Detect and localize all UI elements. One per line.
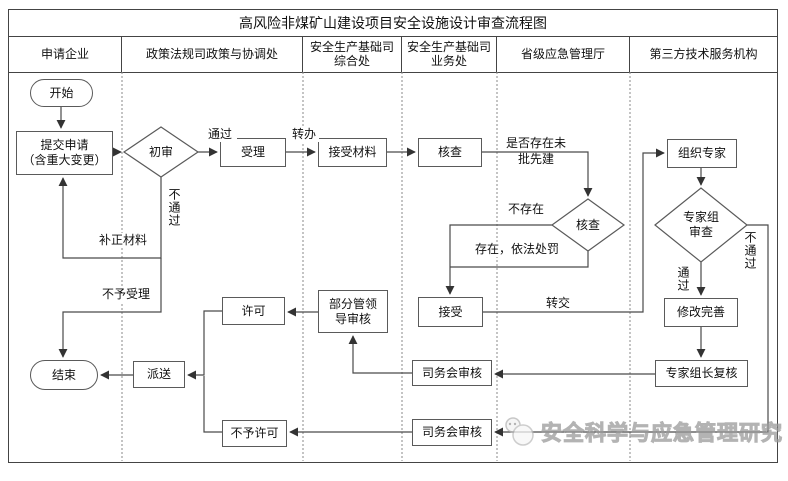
edge-label-fail-1: 不通过 <box>167 187 181 227</box>
node-meeting-review-1: 司务会审核 <box>412 360 492 386</box>
node-initial-review-label: 初审 <box>148 144 173 159</box>
node-organize-experts: 组织专家 <box>667 139 737 168</box>
edge-label-exist-punish: 存在，依法处罚 <box>467 242 567 257</box>
flow-arrows <box>56 107 769 437</box>
edge-label-pass-1: 通过 <box>203 127 237 142</box>
lane-header-provincial: 省级应急管理厅 <box>497 36 630 72</box>
node-accept: 接受 <box>418 297 483 327</box>
node-leader-recheck: 专家组长复核 <box>655 360 748 387</box>
edge-label-supplement: 补正材料 <box>95 233 151 248</box>
decision-diamonds <box>122 126 748 263</box>
edge-label-pass-2: 通过 <box>676 266 690 292</box>
initial-review-diamond <box>122 126 200 178</box>
node-accept-case: 受理 <box>220 138 286 167</box>
lane-header-policy-dept: 政策法规司政策与协调处 <box>122 36 303 72</box>
lane-header-business-div: 安全生产基础司 业务处 <box>402 36 497 72</box>
edge-label-transfer-2: 转交 <box>543 296 573 311</box>
node-end: 结束 <box>30 360 98 390</box>
flowchart-table-frame: 高风险非煤矿山建设项目安全设施设计审查流程图 申请企业 政策法规司政策与协调处 … <box>8 9 778 463</box>
node-modify-improve: 修改完善 <box>664 298 738 327</box>
node-dept-leader-review: 部分管领 导审核 <box>318 290 388 333</box>
verify-check-diamond <box>550 198 626 252</box>
lane-header-general-div: 安全生产基础司 综合处 <box>303 36 402 72</box>
node-start: 开始 <box>30 79 93 107</box>
node-dispatch: 派送 <box>133 361 185 388</box>
expert-review-diamond <box>654 187 748 263</box>
node-submit-application: 提交申请 （含重大变更） <box>16 131 113 175</box>
edge-label-fail-2: 不通过 <box>743 230 757 270</box>
edge-label-reject: 不予受理 <box>96 287 156 302</box>
page-title: 高风险非煤矿山建设项目安全设施设计审查流程图 <box>9 10 777 37</box>
lane-header-third-party: 第三方技术服务机构 <box>649 47 758 61</box>
edge-label-transfer-1: 转办 <box>289 127 319 142</box>
node-expert-review-label: 专家组 审查 <box>682 210 719 239</box>
node-permit: 许可 <box>222 297 285 325</box>
node-meeting-review-2: 司务会审核 <box>412 419 492 446</box>
lane-header-applicant: 申请企业 <box>9 36 122 72</box>
watermark-logo-icon <box>505 417 534 446</box>
watermark-text: 安全科学与应急管理研究 <box>541 422 783 446</box>
node-no-permit: 不予许可 <box>222 420 287 447</box>
node-verify-check-label: 核查 <box>575 217 600 232</box>
node-verify: 核查 <box>418 138 482 167</box>
lane-header-row: 申请企业 政策法规司政策与协调处 安全生产基础司 综合处 安全生产基础司 业务处… <box>9 36 777 73</box>
node-receive-materials: 接受材料 <box>318 138 387 167</box>
edge-label-exist-question: 是否存在未 批先建 <box>505 136 566 166</box>
edge-label-not-exist: 不存在 <box>507 202 544 216</box>
watermark: 安全科学与应急管理研究 <box>501 415 783 449</box>
